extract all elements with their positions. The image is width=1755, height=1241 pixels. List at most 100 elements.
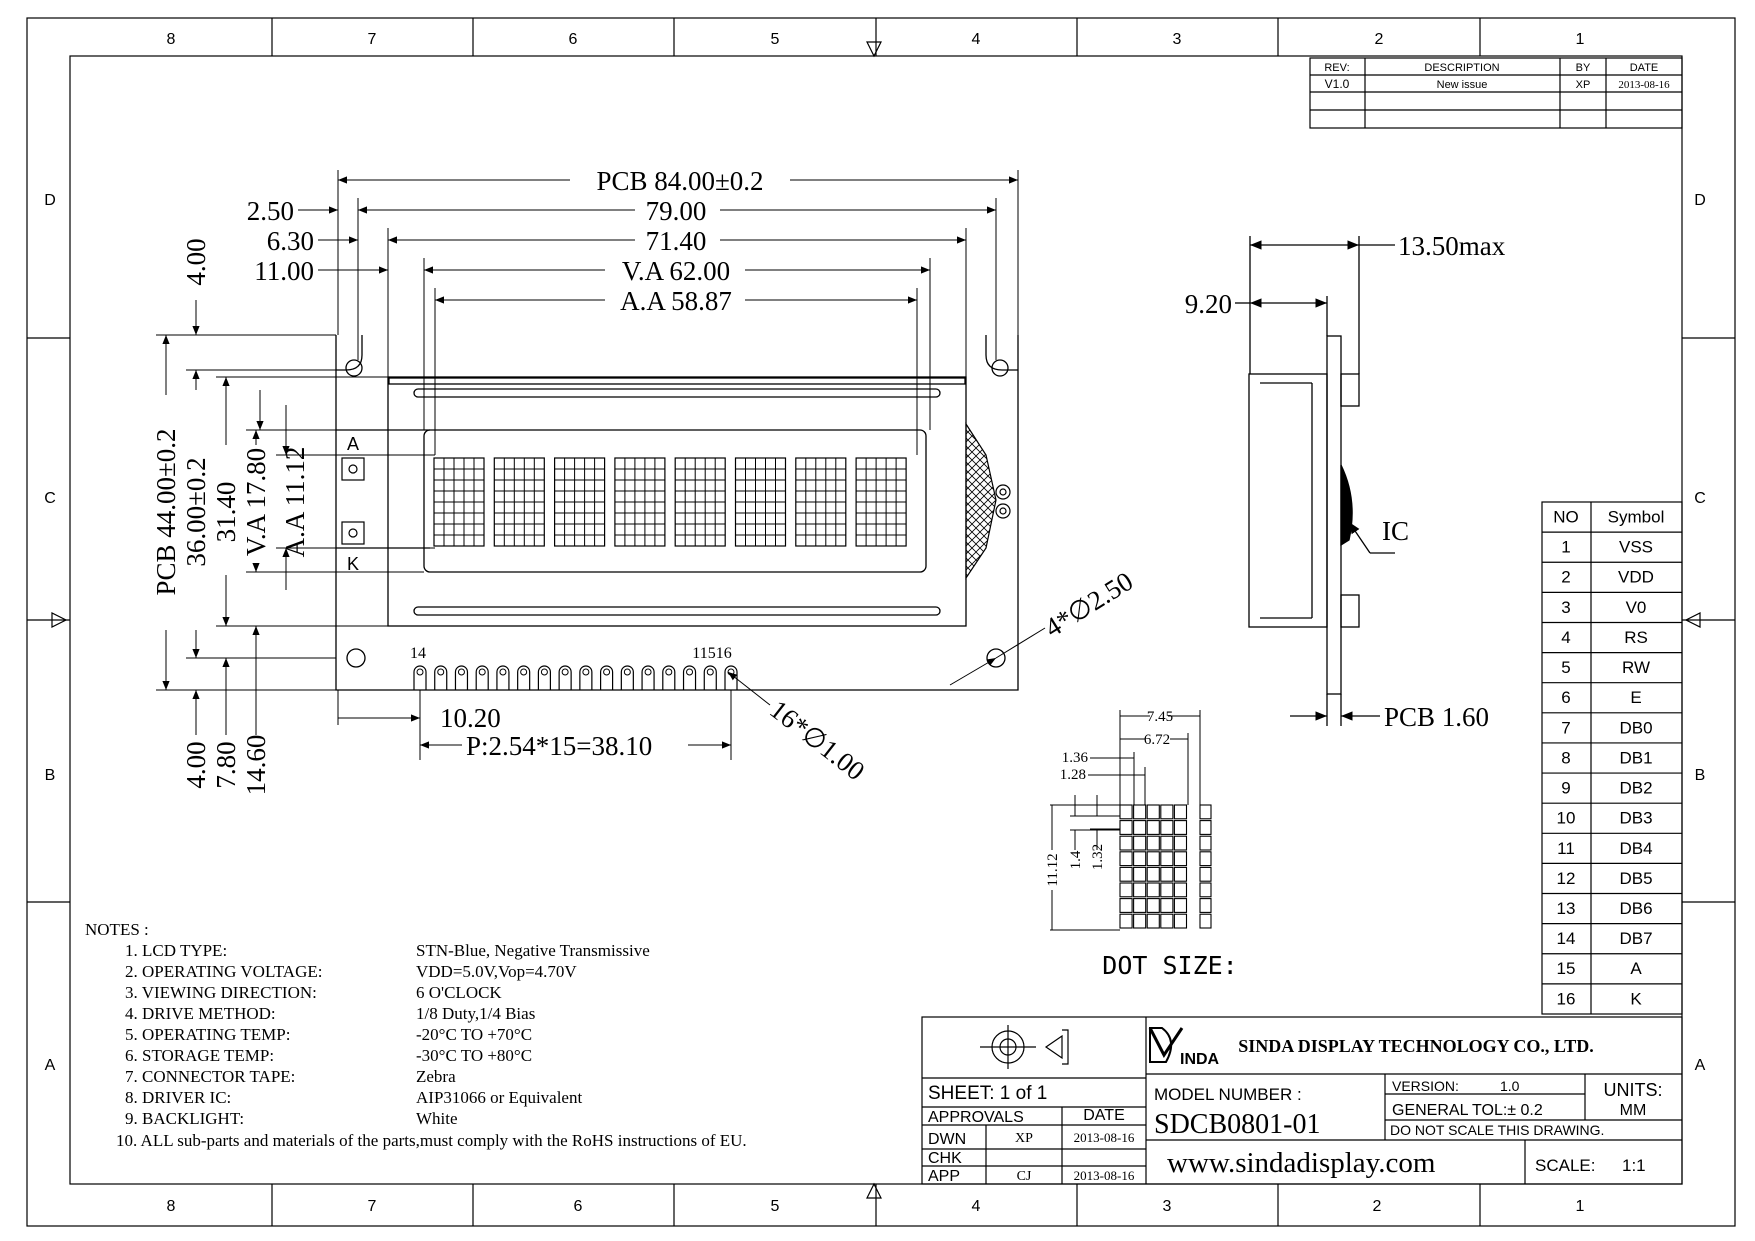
logo-text: INDA (1180, 1051, 1220, 1068)
note-5-label: 5. OPERATING TEMP: (125, 1025, 290, 1044)
character-cell (614, 457, 666, 547)
pin-pitch-dim: P:2.54*15=38.10 (466, 731, 652, 761)
dim-bottom-4-00: 4.00 (181, 741, 211, 788)
projection-cone-icon (1044, 1029, 1069, 1065)
dot (1173, 804, 1188, 820)
char-width-dim: 7.45 (1147, 709, 1173, 725)
grid-col-bottom-8: 8 (167, 1198, 176, 1215)
grid-col-bottom-4: 4 (972, 1198, 981, 1215)
dot (1133, 882, 1147, 898)
grid-col-top-6: 6 (569, 31, 578, 48)
cathode-label: K (347, 554, 359, 574)
char-height-dim: 11.12 (1045, 853, 1061, 886)
pin-number: 10 (1557, 809, 1576, 828)
pin-table-header-no: NO (1553, 507, 1579, 526)
app-label: APP (928, 1168, 960, 1185)
character-cell (493, 457, 545, 547)
dot (1199, 804, 1212, 820)
dot (1199, 882, 1212, 898)
ic-label: IC (1382, 516, 1409, 546)
pin-number: 13 (1557, 899, 1576, 918)
dot (1160, 804, 1174, 820)
dwn-date: 2013-08-16 (1074, 1130, 1135, 1145)
grid-row-right-B: B (1695, 767, 1706, 784)
dot-size-detail: 7.45 6.72 1.36 1.28 11.12 1.4 1.32 DOT S… (1045, 709, 1238, 980)
version-label: VERSION: (1392, 1078, 1459, 1094)
date-value: 2013-08-16 (1618, 79, 1670, 91)
pin-symbol: RS (1624, 628, 1648, 647)
note-2-label: 2. OPERATING VOLTAGE: (125, 962, 322, 981)
character-cells (433, 457, 907, 547)
pin-hole-dim: 16*∅1.00 (764, 694, 870, 786)
description-header: DESCRIPTION (1424, 62, 1499, 74)
dot (1133, 866, 1147, 882)
pin-hole-icon (662, 665, 676, 690)
dot (1146, 882, 1160, 898)
grid-col-bottom-3: 3 (1163, 1198, 1172, 1215)
scale-value: 1:1 (1622, 1156, 1646, 1175)
note-7-label: 7. CONNECTOR TAPE: (125, 1067, 295, 1086)
pin-number: 1 (1561, 538, 1570, 557)
pin-hole-icon (558, 665, 572, 690)
dim-2-50: 2.50 (247, 196, 294, 226)
dim-11-00: 11.00 (254, 256, 314, 286)
pin-number: 9 (1561, 779, 1570, 798)
dot (1133, 804, 1147, 820)
side-offset-dim: 9.20 (1185, 289, 1232, 319)
dot (1133, 820, 1147, 835)
dot (1160, 882, 1174, 898)
pin-number: 7 (1561, 718, 1570, 737)
dot (1199, 898, 1212, 913)
pin-table-header-symbol: Symbol (1608, 507, 1665, 526)
pin-symbol: DB6 (1619, 899, 1652, 918)
company-name: SINDA DISPLAY TECHNOLOGY CO., LTD. (1238, 1036, 1594, 1056)
dot (1173, 835, 1188, 851)
sinda-logo-icon: INDA (1148, 1027, 1220, 1068)
pin-number: 14 (1557, 929, 1576, 948)
revision-table: REV: DESCRIPTION BY DATE V1.0 New issue … (1309, 57, 1683, 129)
dot (1119, 835, 1133, 851)
grid-col-top-1: 1 (1576, 31, 1585, 48)
pin-hole-icon (620, 665, 634, 690)
by-value: XP (1576, 79, 1591, 91)
pin-symbol: V0 (1626, 598, 1647, 617)
general-tolerance: GENERAL TOL:± 0.2 (1392, 1102, 1543, 1119)
dot (1199, 851, 1212, 867)
dot (1199, 913, 1212, 929)
anode-label: A (347, 434, 359, 454)
pin-symbol: DB2 (1619, 779, 1652, 798)
dot (1146, 913, 1160, 929)
dim-31-40: 31.40 (211, 482, 241, 543)
mount-hole-icon (346, 648, 366, 668)
notes-title: NOTES : (85, 920, 149, 939)
grid-col-bottom-2: 2 (1373, 1198, 1382, 1215)
pin-number: 2 (1561, 568, 1570, 587)
pin-number: 3 (1561, 598, 1570, 617)
pin-label-1-15-16: 11516 (692, 645, 731, 662)
no-scale-note: DO NOT SCALE THIS DRAWING. (1390, 1122, 1604, 1138)
dim-71-40: 71.40 (646, 226, 707, 256)
pin-number: 4 (1561, 628, 1570, 647)
version-value: 1.0 (1500, 1078, 1520, 1094)
dot-matrix-grid (1119, 804, 1212, 929)
pin-number: 6 (1561, 688, 1570, 707)
dot-pitch-w-dim: 1.36 (1062, 750, 1089, 766)
note-4-label: 4. DRIVE METHOD: (125, 1004, 276, 1023)
rev-value: V1.0 (1325, 77, 1350, 91)
pin-label-14: 14 (410, 645, 426, 662)
dot (1173, 898, 1188, 913)
character-cell (795, 457, 847, 547)
title-block: INDA SINDA DISPLAY TECHNOLOGY CO., LTD. … (921, 1016, 1683, 1185)
approvals-label: APPROVALS (928, 1109, 1024, 1126)
dot-pitch-h-dim: 1.4 (1068, 850, 1084, 869)
app-name: CJ (1017, 1169, 1032, 1184)
grid-row-right-D: D (1694, 192, 1706, 209)
dim-va-17-80: V.A 17.80 (241, 448, 271, 556)
chk-label: CHK (928, 1150, 962, 1167)
dot (1160, 820, 1174, 835)
dot (1146, 835, 1160, 851)
dwn-name: XP (1015, 1131, 1033, 1146)
note-10: 10. ALL sub-parts and materials of the p… (116, 1131, 747, 1150)
pin-hole-icon (703, 665, 717, 690)
grid-row-right-C: C (1694, 490, 1706, 507)
